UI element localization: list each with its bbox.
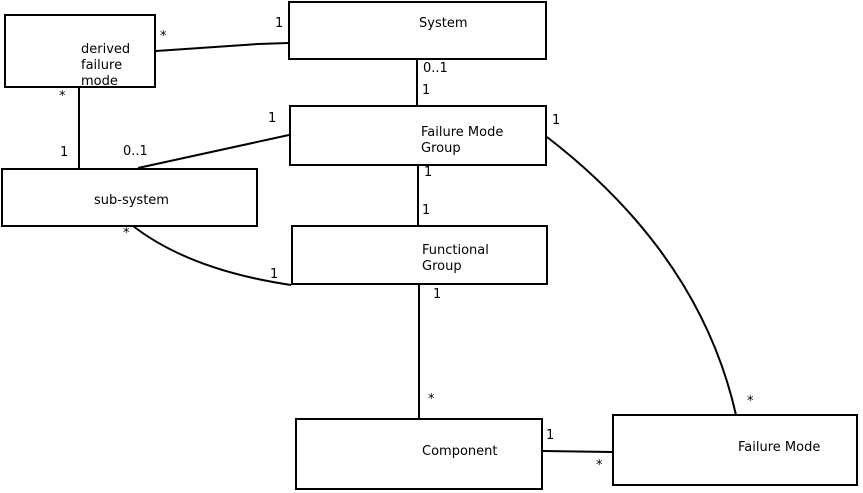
edge-failure-mode-group-to-sub-system [137,134,290,169]
node-label-line: Group [421,141,461,156]
multiplicity-system-fmg-at-fmg: 1 [422,83,431,98]
edge-derived-failure-mode-to-system [155,42,289,52]
node-functional-group-label: Functional Group [422,243,489,275]
edge-sub-system-to-functional-group [132,225,292,286]
node-label-line: mode [81,74,118,89]
node-label-line: Failure Mode [421,125,504,140]
multiplicity-component-fm-at-fm: * [596,458,603,473]
node-derived-failure-mode: derived failure mode [4,14,156,90]
node-system: System [288,1,547,60]
multiplicity-system-fmg-at-system: 0..1 [423,61,448,76]
multiplicity-component-fm-at-component: 1 [546,428,555,443]
node-label-line: failure [81,58,123,73]
multiplicity-fmg-subsystem-at-subsystem: 0..1 [123,144,148,159]
multiplicity-dfm-subsystem-at-dfm: * [59,89,66,104]
edge-component-to-failure-mode [542,450,613,453]
multiplicity-dfm-system-at-system: 1 [275,16,284,31]
multiplicity-fmg-subsystem-at-fmg: 1 [268,111,277,126]
multiplicity-fg-component-at-component: * [428,392,435,407]
multiplicity-subsystem-fg-at-subsystem: * [123,226,130,241]
multiplicity-fmg-fg-at-fg: 1 [422,203,431,218]
node-system-label: System [419,16,468,31]
multiplicity-fg-component-at-fg: 1 [433,287,442,302]
node-failure-mode-label: Failure Mode [738,440,821,455]
node-component: Component [295,418,543,490]
node-functional-group: Functional Group [291,225,548,285]
node-label-line: derived [81,42,131,57]
node-derived-failure-mode-label: derived failure mode [81,42,130,90]
node-sub-system-label: sub-system [94,193,169,208]
node-label-line: Group [422,259,462,274]
multiplicity-fmg-fm-at-fmg: 1 [552,113,561,128]
node-failure-mode-group: Failure Mode Group [289,105,547,166]
edge-failure-mode-group-to-failure-mode [546,136,737,416]
node-label-line: Functional [422,243,489,258]
node-component-label: Component [422,444,498,459]
multiplicity-fmg-fm-at-fm: * [747,394,754,409]
multiplicity-dfm-subsystem-at-subsystem: 1 [60,145,69,160]
node-sub-system: sub-system [1,168,258,227]
node-failure-mode: Failure Mode [612,414,858,486]
multiplicity-fmg-fg-at-fmg: 1 [424,165,433,180]
node-failure-mode-group-label: Failure Mode Group [421,125,503,157]
multiplicity-dfm-system-at-dfm: * [160,29,167,44]
multiplicity-subsystem-fg-at-fg: 1 [270,267,279,282]
